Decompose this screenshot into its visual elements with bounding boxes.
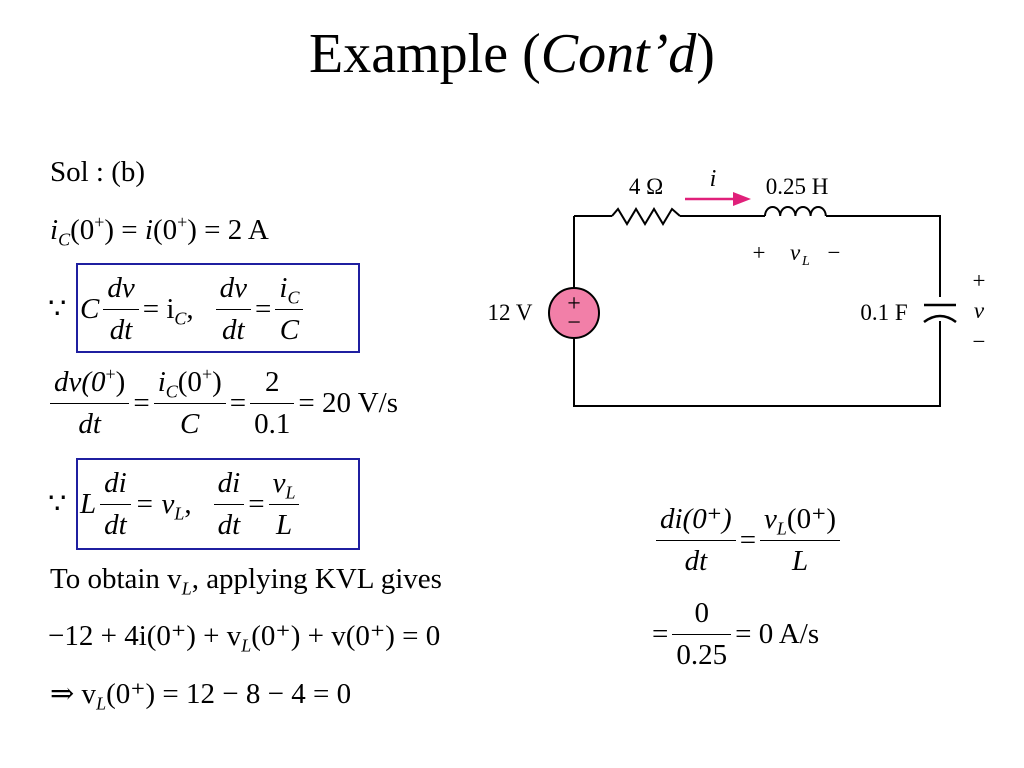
v-minus: −: [973, 329, 986, 354]
vl-sub: L: [801, 254, 810, 269]
source-label: 12 V: [488, 300, 533, 325]
circuit-wires: [573, 215, 941, 407]
inductor-relation-box: [76, 458, 360, 550]
di-dt-equation: di(0⁺)dt=vL(0⁺)L: [652, 503, 844, 579]
inductor-label: 0.25 H: [766, 174, 829, 199]
resistor-label: 4 Ω: [629, 174, 663, 199]
capacitor-label: 0.1 F: [860, 300, 907, 325]
capacitor-relation-box: [76, 263, 360, 353]
capacitor-plate-bottom: [923, 314, 957, 324]
kvl-equation: −12 + 4i(0⁺) + vL(0⁺) + v(0⁺) = 0: [48, 620, 441, 656]
vl-result: ⇒ vL(0⁺) = 12 − 8 − 4 = 0: [50, 678, 352, 714]
vl-label: v: [790, 240, 801, 265]
slide-title: Example (Cont’d): [309, 23, 715, 85]
ic-equation: iC(0+) = i(0+) = 2 A: [50, 212, 269, 250]
source-minus: −: [567, 310, 581, 336]
current-label: i: [710, 166, 717, 192]
circuit-diagram: + − 4 Ω i 0.25 H + v L − 12 V 0.1 F + v …: [488, 166, 986, 407]
inductor-symbol: [764, 206, 827, 217]
voltage-source: [548, 287, 600, 339]
resistor-symbol: [611, 207, 681, 226]
v-plus: +: [973, 268, 986, 293]
vl-minus: −: [828, 240, 841, 265]
because-symbol-1: ∵: [48, 293, 67, 325]
kvl-text: To obtain vL, applying KVL gives: [50, 563, 442, 599]
v-label: v: [974, 298, 985, 323]
because-symbol-2: ∵: [48, 488, 67, 520]
current-arrow-head: [733, 192, 751, 206]
source-plus: +: [567, 291, 581, 317]
vl-plus: +: [753, 240, 766, 265]
solution-label: Sol : (b): [50, 156, 146, 188]
